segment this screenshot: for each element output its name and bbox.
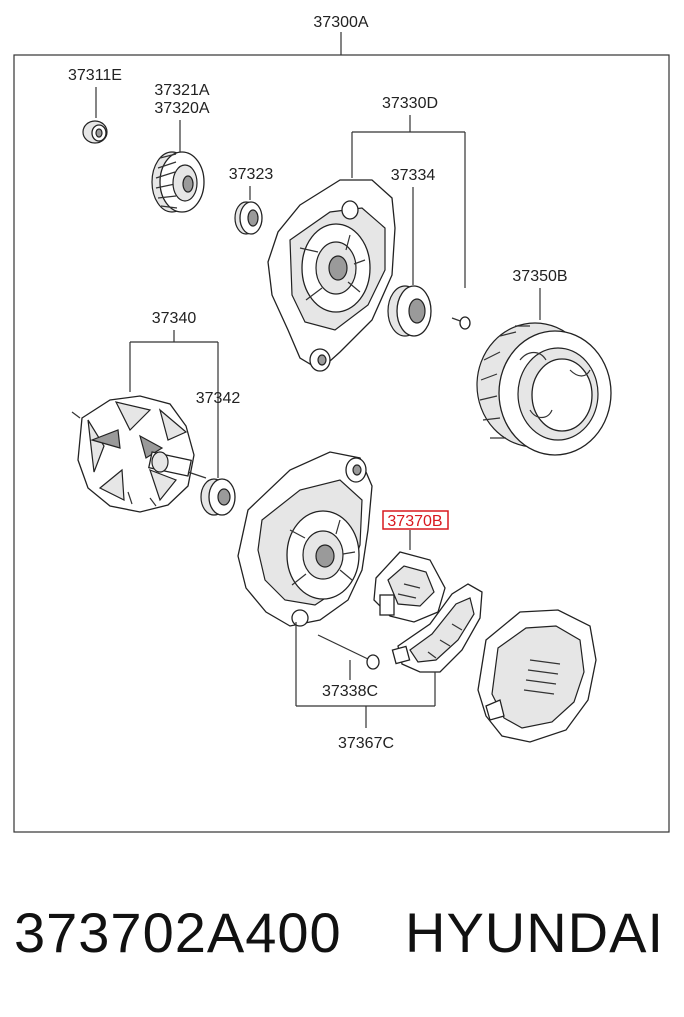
label-37311E[interactable]: 37311E [68, 67, 122, 84]
front-bracket-bearing-part[interactable] [387, 285, 432, 337]
exploded-parts-diagram: 37300A 37311E 37321A 37320A 37323 37330D… [13, 14, 670, 833]
bracket-screw-part[interactable] [451, 316, 471, 330]
rectifier-part[interactable] [391, 583, 483, 673]
regulator-part[interactable] [373, 551, 446, 623]
label-37370B[interactable]: 37370B [387, 513, 442, 530]
rotor-bearing-part[interactable] [200, 478, 236, 516]
rear-cover-part[interactable] [477, 609, 597, 743]
label-37367C[interactable]: 37367C [338, 735, 394, 752]
label-37330D[interactable]: 37330D [382, 95, 438, 112]
label-37342[interactable]: 37342 [196, 390, 241, 407]
rear-bracket-part[interactable] [237, 451, 373, 627]
label-37334[interactable]: 37334 [391, 167, 436, 184]
front-bracket-part[interactable] [267, 179, 396, 372]
label-37323[interactable]: 37323 [229, 166, 274, 183]
label-37320A[interactable]: 37320A [154, 100, 209, 117]
label-37338C[interactable]: 37338C [322, 683, 378, 700]
label-37321A[interactable]: 37321A [154, 82, 209, 99]
label-37370B-box [382, 510, 449, 530]
label-37340[interactable]: 37340 [152, 310, 197, 327]
front-bearing-part[interactable] [234, 201, 263, 235]
pulley-part[interactable] [151, 151, 205, 213]
label-37300A[interactable]: 37300A [313, 14, 368, 31]
rotor-part[interactable] [71, 395, 207, 513]
brand-name: HYUNDAI [405, 901, 665, 964]
stator-part[interactable] [476, 322, 612, 456]
part-number-title: 373702A400 [14, 901, 342, 964]
through-bolt-part[interactable] [317, 634, 380, 670]
label-37350B[interactable]: 37350B [512, 268, 567, 285]
nut-part[interactable] [82, 120, 108, 144]
